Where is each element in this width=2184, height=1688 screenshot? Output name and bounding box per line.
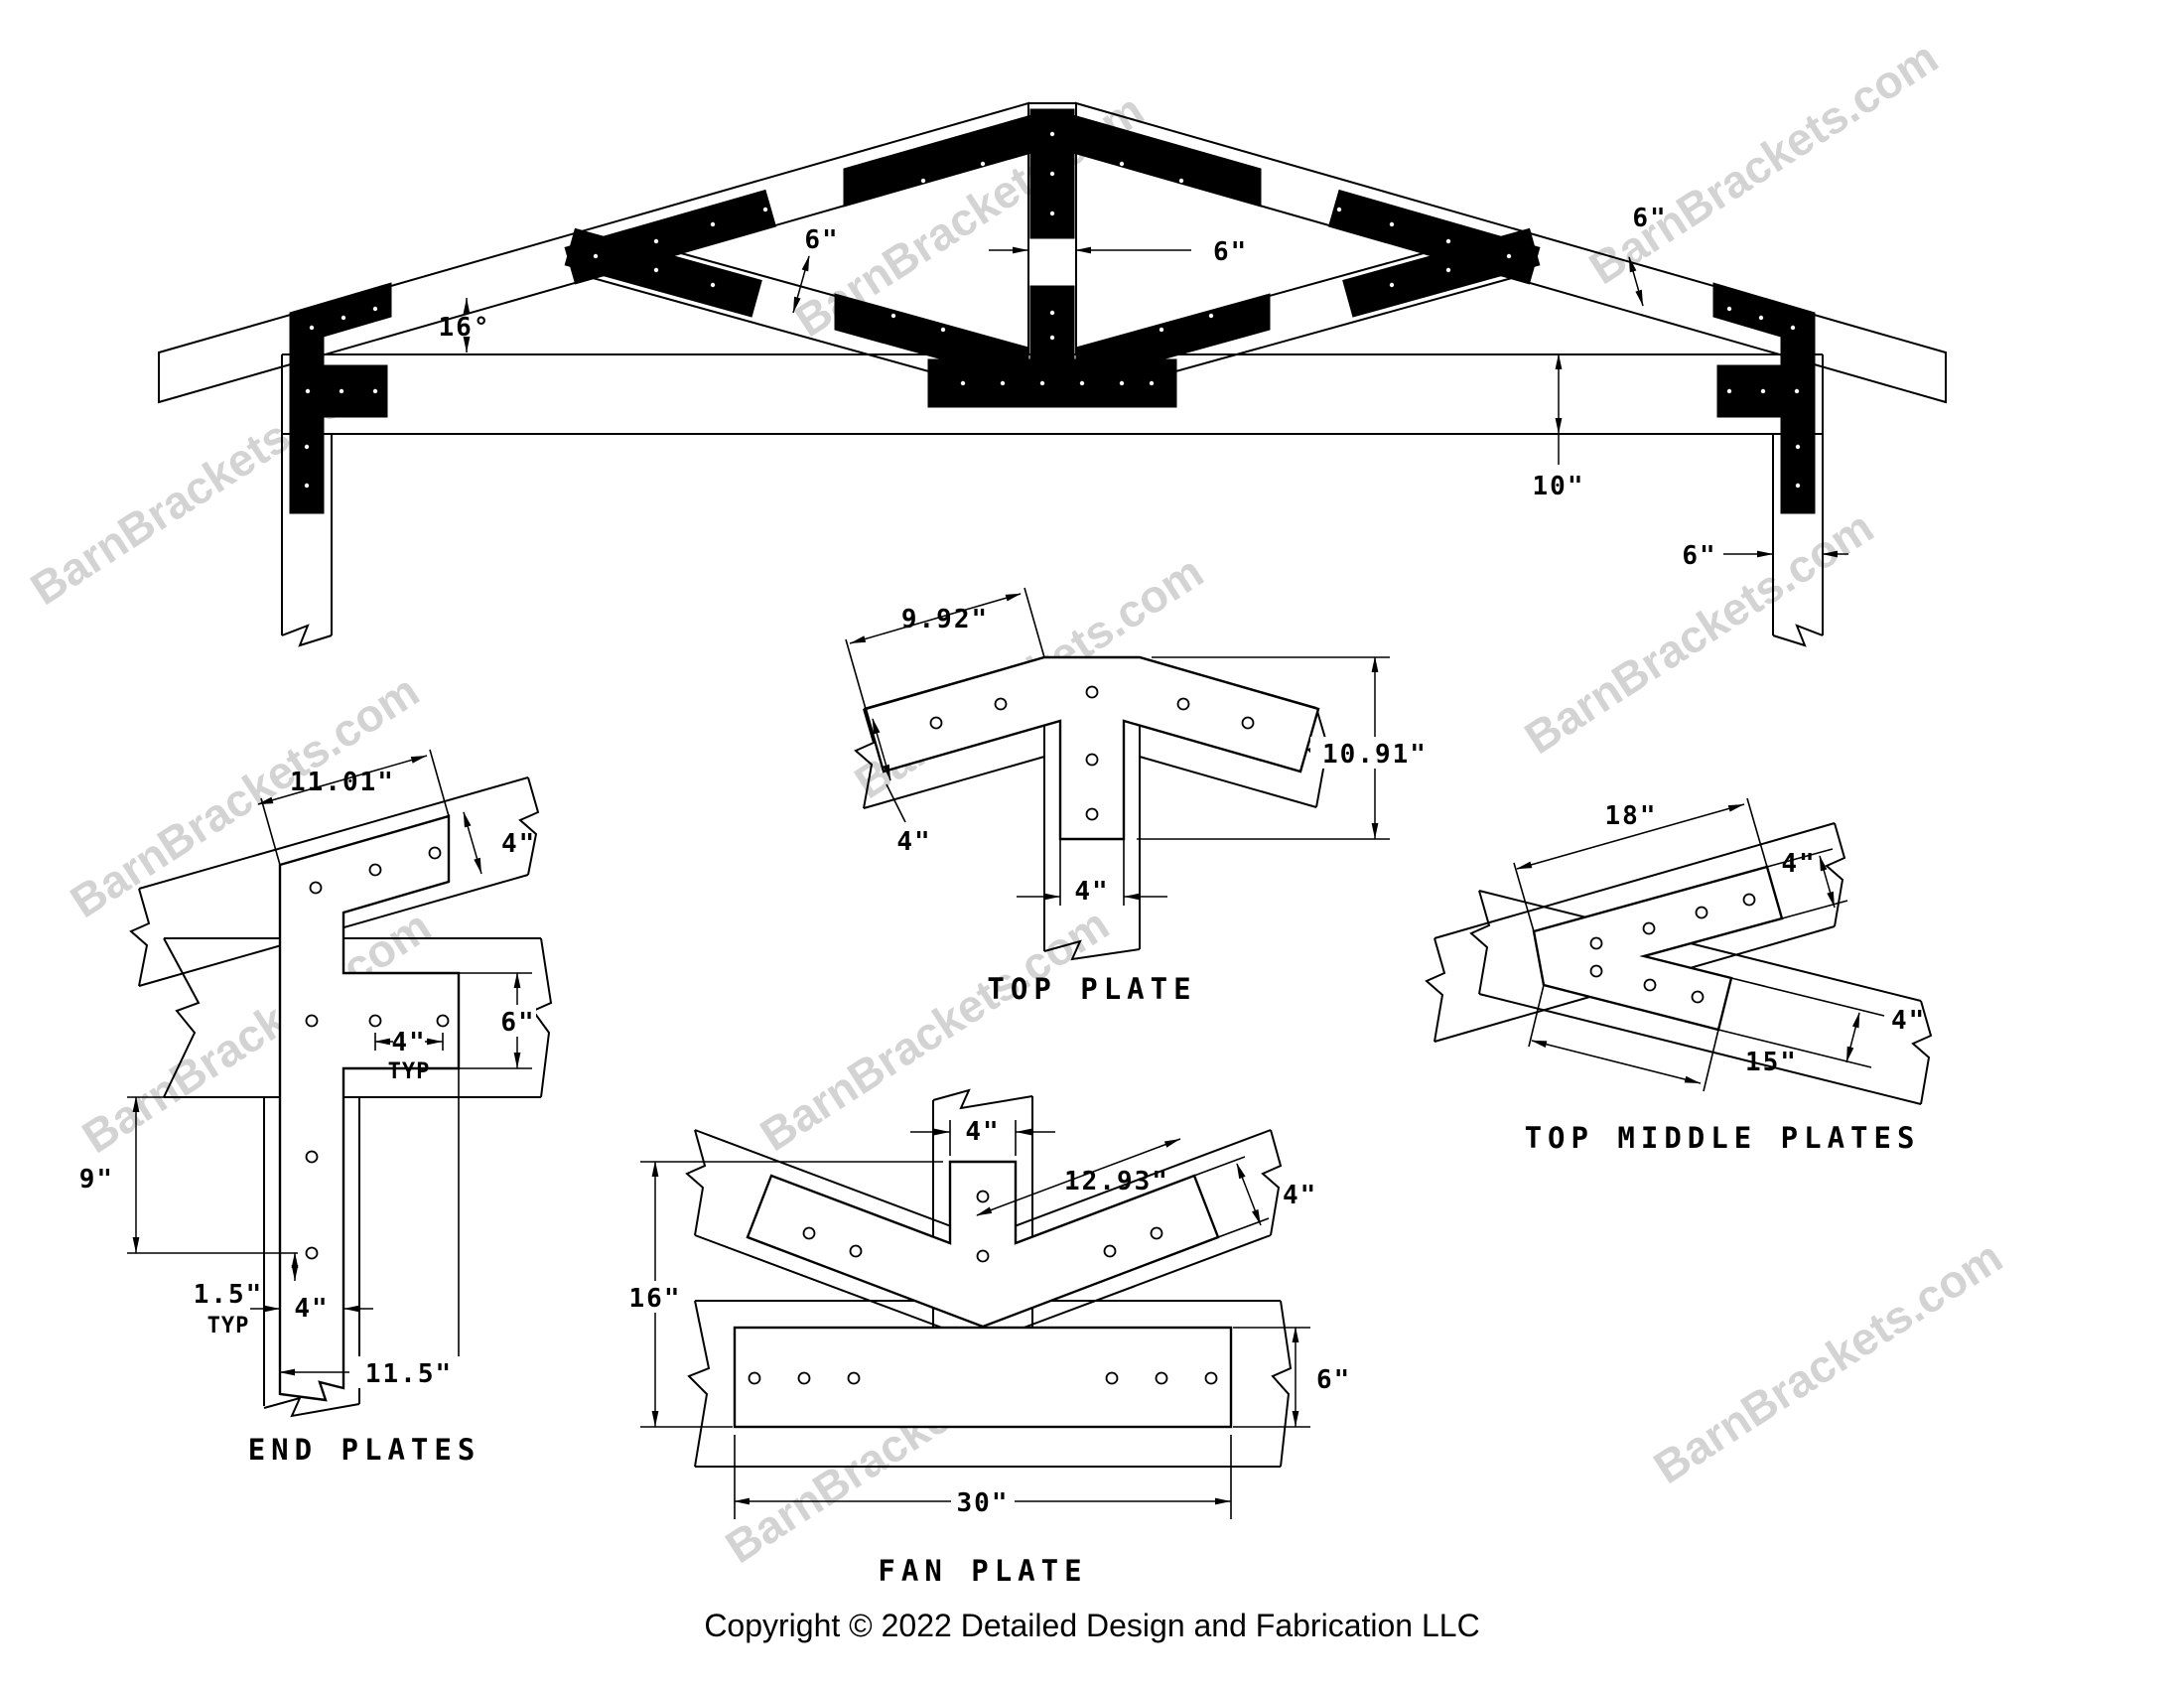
- dim-post-width: 6": [1682, 541, 1716, 571]
- top-middle-plates-title: TOP MIDDLE PLATES: [1525, 1121, 1921, 1155]
- dim-roof-angle: 16°: [439, 313, 491, 343]
- dim-end-leg-width: 4": [294, 1294, 329, 1324]
- dim-king-width: 6": [1213, 237, 1248, 267]
- top-middle-plates-detail: 18" 4" 15" 4" TOP MIDDLE PLATES: [1425, 797, 1933, 1155]
- dim-mid-strut-arm: 15": [1745, 1048, 1798, 1077]
- dim-top-height: 10.91": [1322, 740, 1428, 770]
- dim-top-arm-width: 4": [896, 827, 931, 857]
- dim-mid-rafter-arm: 18": [1605, 801, 1658, 831]
- dim-fan-bar-height: 6": [1316, 1365, 1351, 1395]
- dim-fan-arm-width: 4": [1283, 1181, 1317, 1210]
- top-middle-plate-left: [564, 189, 777, 318]
- dim-mid-rafter-width: 4": [1781, 849, 1816, 879]
- watermark: BarnBrackets.com: [1580, 31, 1947, 294]
- watermark: BarnBrackets.com: [751, 898, 1118, 1161]
- mid-plate-dims: 18" 4" 15" 4": [1513, 797, 1926, 1092]
- dim-fan-height: 16": [629, 1284, 682, 1314]
- dim-fan-arm-length: 12.93": [1064, 1167, 1169, 1196]
- end-plates-detail: 11.01" 4" 6" 4" TYP 9" 1.5" TYP 4": [79, 749, 553, 1467]
- dim-top-leg-width: 4": [1074, 877, 1109, 907]
- dim-fan-leg-width: 4": [965, 1117, 1000, 1147]
- end-plate-holes: [305, 846, 450, 1260]
- copyright-line: Copyright © 2022 Detailed Design and Fab…: [704, 1608, 1479, 1643]
- dim-strut-width: 6": [804, 225, 839, 255]
- watermark: BarnBrackets.com: [1645, 1230, 2011, 1493]
- mid-plate-outline: [1532, 865, 1784, 1032]
- top-plate-holes: [929, 685, 1255, 821]
- dim-end-mid-height: 6": [500, 1008, 535, 1038]
- fan-strut-bands: [685, 1129, 1283, 1334]
- dim-end-edge-typ: TYP: [207, 1314, 250, 1338]
- end-plates-title: END PLATES: [248, 1433, 481, 1467]
- dim-fan-bar-width: 30": [957, 1488, 1010, 1518]
- fan-plate-elevation: [834, 285, 1271, 408]
- end-post-band: [263, 1097, 360, 1418]
- dim-end-edge: 1.5": [194, 1280, 264, 1310]
- dim-mid-strut-width: 4": [1891, 1006, 1926, 1036]
- top-plate-detail: 9.92" 4" 10.91" 4" TOP PLATE: [845, 587, 1439, 1006]
- dim-end-total-width: 11.5": [365, 1359, 453, 1389]
- end-plate-left: [289, 282, 392, 514]
- truss-dimensions: 16° 6" 6" 6" 10" 6": [439, 204, 1848, 571]
- watermark: BarnBrackets.com: [1516, 500, 1882, 764]
- dim-end-hole-spacing: 4": [391, 1028, 426, 1057]
- fan-plate-dims: 4" 12.93" 4" 16" 6" 30": [629, 1114, 1351, 1519]
- dim-rafter-width: 6": [1632, 204, 1667, 233]
- dim-end-leg-span: 9": [79, 1165, 114, 1195]
- end-plate-dims: 11.01" 4" 6" 4" TYP 9" 1.5" TYP 4": [79, 749, 536, 1389]
- top-plate-title: TOP PLATE: [987, 972, 1196, 1006]
- dim-end-hole-typ: TYP: [388, 1059, 431, 1084]
- dim-top-arm-length: 9.92": [901, 605, 989, 634]
- fan-plate-detail: 4" 12.93" 4" 16" 6" 30" FAN PLATE: [629, 1088, 1351, 1588]
- post-left: [281, 434, 333, 647]
- mid-plate-holes: [1589, 893, 1756, 1004]
- fan-plate-bar: [733, 1326, 1233, 1429]
- dim-end-arm-width: 4": [501, 829, 536, 859]
- ridge-plate: [843, 108, 1262, 239]
- dim-end-arm-length: 11.01": [290, 768, 395, 797]
- top-plate-dims: 9.92" 4" 10.91" 4": [845, 587, 1439, 907]
- fan-plate-title: FAN PLATE: [878, 1554, 1087, 1588]
- dim-chord-height: 10": [1533, 472, 1585, 501]
- truss-elevation: 16° 6" 6" 6" 10" 6": [158, 101, 1947, 647]
